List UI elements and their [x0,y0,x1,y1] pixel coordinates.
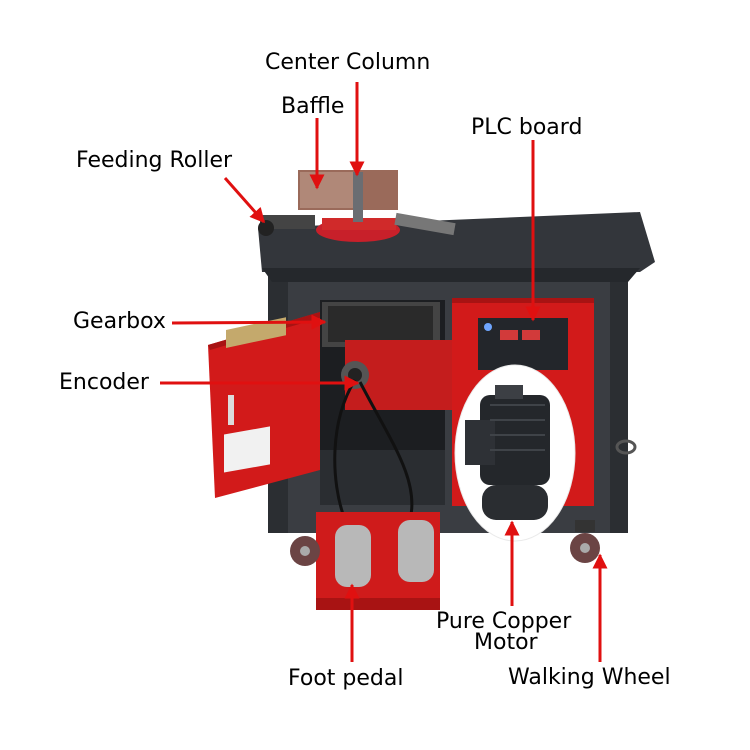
motor-callout [454,364,576,542]
arrow-feeding-roller [223,177,266,224]
label-feeding-roller: Feeding Roller [76,148,233,173]
label-motor-line2: Motor [474,630,538,655]
label-baffle: Baffle [281,94,345,119]
label-foot-pedal: Foot pedal [288,666,404,691]
foot-pedal-unit [316,512,440,610]
gearbox-compartment [320,300,455,521]
label-motor-line1: Pure Copper [436,609,572,634]
label-encoder: Encoder [59,370,149,395]
label-walking-wheel: Walking Wheel [508,665,671,690]
arrow-gearbox [171,314,327,330]
lifting-ring [615,439,637,455]
open-door [208,312,320,498]
label-gearbox: Gearbox [73,309,166,334]
label-center-column: Center Column [265,50,431,75]
callout-arrows [160,82,608,662]
label-plc-board: PLC board [471,115,583,140]
